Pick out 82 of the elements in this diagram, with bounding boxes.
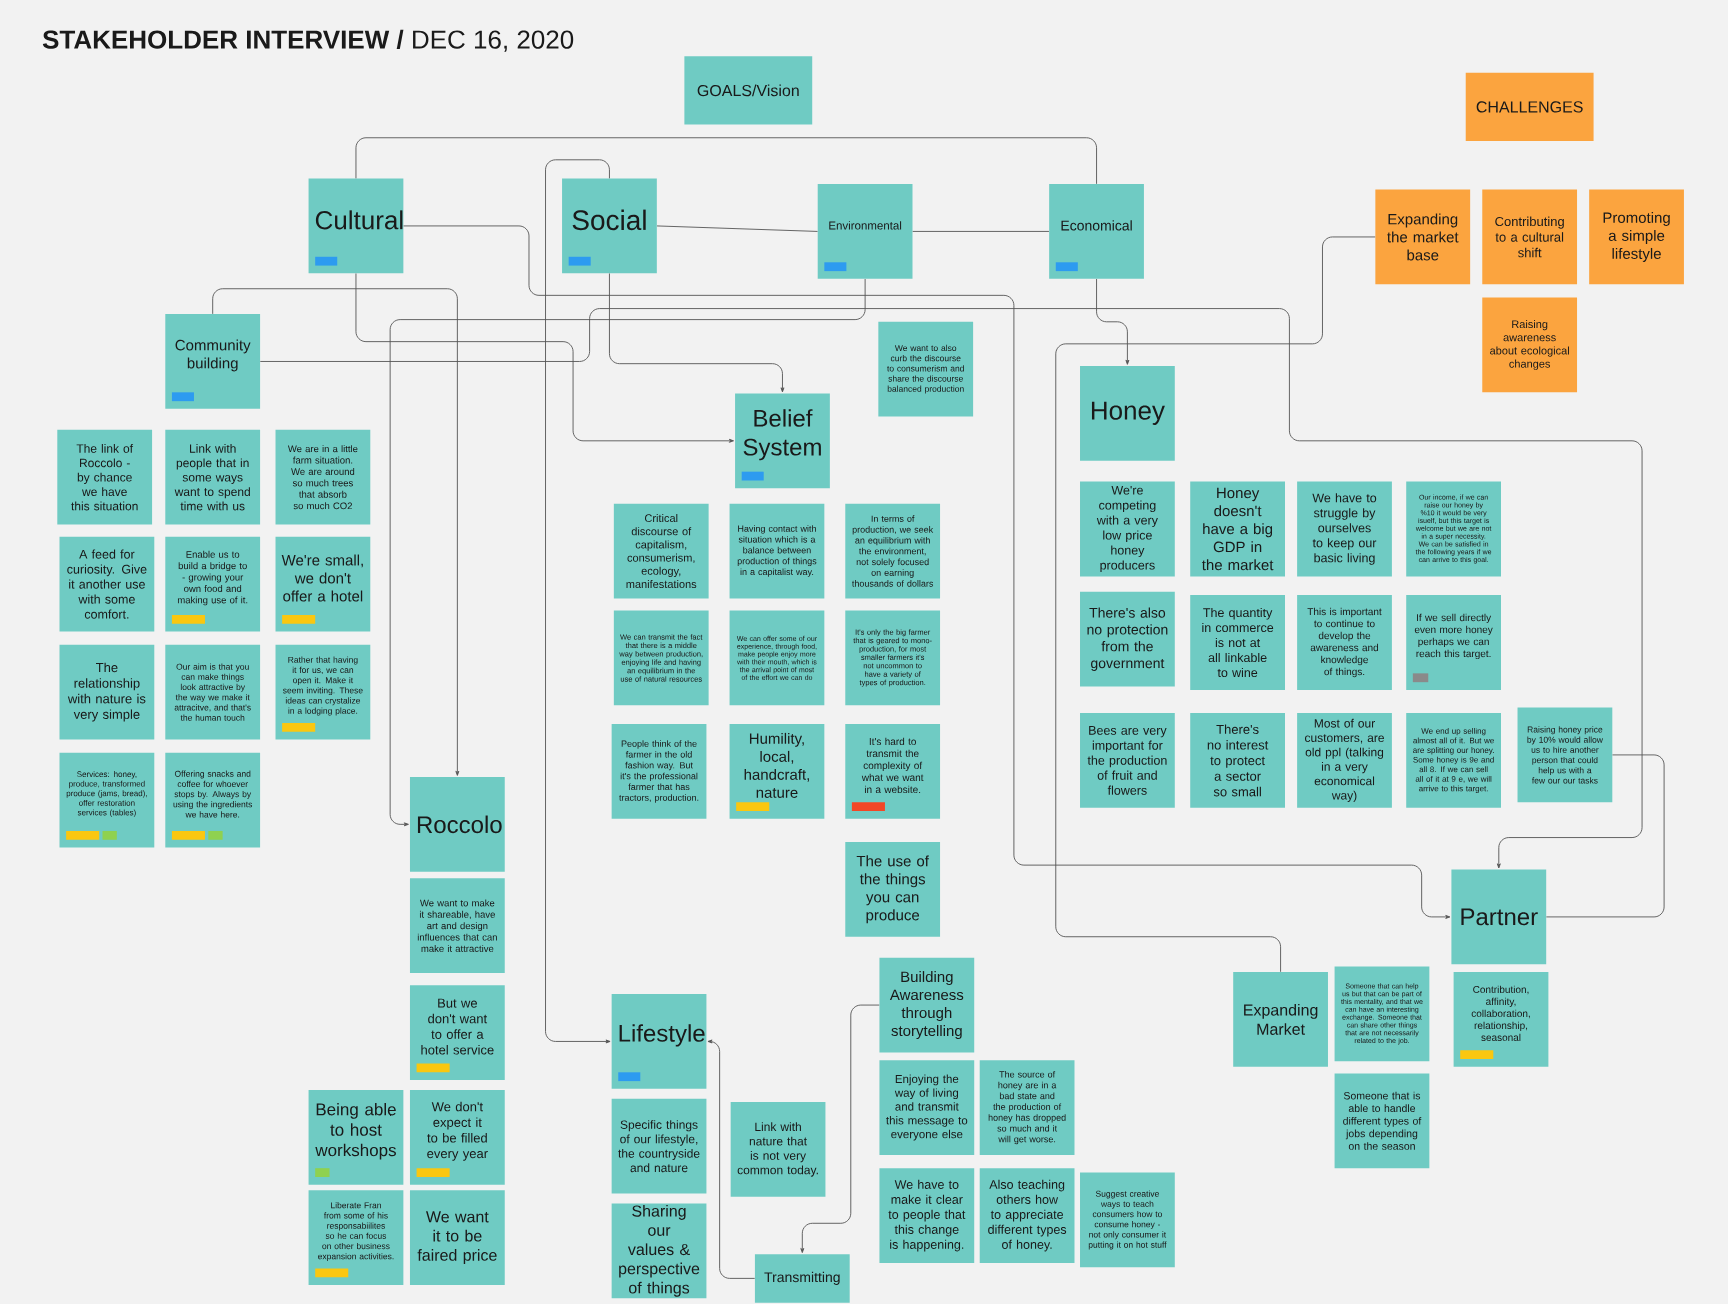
sticky-note: Humility, local, handcraft, nature: [729, 724, 825, 819]
connector: [1545, 754, 1665, 918]
sticky-note: The use of the things you can produce: [845, 841, 941, 937]
sticky-note: Partner: [1451, 869, 1547, 965]
connector: [545, 159, 611, 1044]
sticky-note: GOALS/Vision: [684, 56, 813, 125]
connector: [355, 137, 1097, 185]
sticky-note: Lifestyle: [611, 994, 707, 1089]
sticky-note: Suggest creative ways to teach consumers how to consume honey - not only consumer it putting it on hot stuff: [1080, 1172, 1175, 1268]
sticky-note: Community building: [165, 314, 261, 409]
sticky-note: Contribution, affinity, collaboration, relationship, seasonal: [1453, 972, 1549, 1067]
sticky-note: Economical: [1049, 184, 1144, 279]
sticky-note: Expanding the market base: [1375, 189, 1471, 285]
sticky-note: Link with nature that is not very common today.: [730, 1102, 826, 1197]
sticky-note: We are in a little farm situation. We are around so much trees that absorb so much CO2: [275, 429, 371, 525]
sticky-note: Expanding Market: [1233, 972, 1328, 1067]
sticky-note: Specific things of our lifestyle, the countryside and nature: [611, 1098, 707, 1194]
sticky-note: Most of our customers, are old ppl (talking in a very economical way): [1297, 713, 1392, 808]
connector: [800, 1004, 880, 1254]
sticky-note: Enjoying the way of living and transmit this message to everyone else: [879, 1060, 975, 1155]
sticky-note: We don't expect it to be filled every year: [409, 1089, 505, 1185]
connector: [912, 231, 1050, 232]
sticky-note: It's hard to transmit the complexity of what we want in a website.: [845, 724, 941, 819]
sticky-note: Services: honey, produce, transformed produce (jams, bread), offer restoration services (tables): [59, 752, 155, 848]
sticky-note: The relationship with nature is very simple: [59, 644, 155, 740]
sticky-note: The source of honey are in a bad state and the production of honey has dropped so much and it will get worse.: [979, 1060, 1075, 1155]
sticky-note: The link of Roccolo - by chance we have this situation: [57, 429, 153, 525]
sticky-note: Sharing our values & perspective of things: [611, 1203, 707, 1299]
sticky-note: The quantity in commerce is not at all linkable to wine: [1190, 595, 1285, 690]
sticky-note: CHALLENGES: [1465, 72, 1594, 142]
sticky-note: We want to make it shareable, have art and design influences that can make it attractive: [409, 878, 505, 974]
sticky-note: If we sell directly even more honey perhaps we can reach this target.: [1406, 595, 1501, 690]
sticky-note: Having contact with situation which is a balance between production of things in a capitalist way.: [729, 503, 825, 599]
sticky-note: Link with people that in some ways want to spend time with us: [165, 429, 261, 525]
sticky-note: Raising honey price by 10% would allow us to hire another person that could help us with a few our our tasks: [1517, 707, 1613, 803]
sticky-note: Roccolo: [409, 776, 505, 872]
sticky-note: Enable us to build a bridge to - growing your own food and making use of it.: [165, 536, 261, 632]
sticky-note: Our aim is that you can make things look attractive by the way we make it attracitve, and that's the human touch: [165, 644, 261, 740]
sticky-note: Building Awareness through storytelling: [879, 957, 975, 1053]
sticky-note: We want it to be faired price: [409, 1190, 505, 1285]
sticky-note: We're competing with a very low price honey producers: [1080, 481, 1175, 577]
sticky-note: Transmitting: [754, 1254, 850, 1303]
sticky-note: We have to make it clear to people that this change is happening.: [879, 1168, 975, 1263]
connector: [212, 288, 460, 776]
connector: [609, 273, 785, 393]
sticky-note: This is important to continue to develop the awareness and knowledge of things.: [1297, 595, 1392, 690]
sticky-note: There's also no protection from the government: [1080, 591, 1175, 687]
sticky-note: Environmental: [817, 184, 913, 279]
sticky-note: We're small, we don't offer a hotel: [275, 536, 371, 632]
sticky-note: Contributing to a cultural shift: [1482, 189, 1578, 285]
sticky-note: We end up selling almost all of it. But we are splitting our honey. Some honey is 9e and all 8. If we can sell all of it at 9 e, we will arrive to this target.: [1406, 713, 1501, 808]
sticky-note: Cultural: [308, 178, 404, 274]
sticky-note: Liberate Fran from some of his responsabiilites so he can focus on other business expansion activities.: [308, 1190, 404, 1285]
sticky-note: We have to struggle by ourselves to keep our basic living: [1297, 481, 1392, 577]
sticky-note: Honey doesn't have a big GDP in the market: [1190, 481, 1285, 577]
sticky-note: Belief System: [735, 393, 830, 489]
connector: [1055, 236, 1376, 973]
sticky-note: In terms of production, we seek an equilibrium with the environment, not solely focused on earning thousands of dollars: [845, 503, 941, 599]
sticky-note: Rather that having it for us, we can open it. Make it seem inviting. These ideas can crystalize in a lodging place.: [275, 644, 371, 740]
sticky-note: There's no interest to protect a sector so small: [1190, 713, 1285, 808]
sticky-note: A feed for curiosity. Give it another use with some comfort.: [59, 536, 155, 632]
sticky-note: Being able to host workshops: [308, 1089, 404, 1185]
title: STAKEHOLDER INTERVIEW / DEC 16, 2020: [42, 29, 574, 52]
sticky-note: Raising awareness about ecological changes: [1482, 297, 1578, 393]
connector: [259, 308, 1643, 869]
sticky-note: People think of the farmer in the old fashion way. But it's the professional farmer that has tractors, production.: [611, 724, 707, 819]
connector: [1096, 278, 1130, 365]
sticky-note: Social: [562, 178, 657, 274]
sticky-note: Promoting a simple lifestyle: [1589, 189, 1684, 285]
sticky-note: But we don't want to offer a hotel service: [409, 985, 505, 1080]
sticky-note: Bees are very important for the production of fruit and flowers: [1080, 713, 1175, 808]
sticky-note: Critical discourse of capitalism, consumerism, ecology, manifestations: [613, 503, 709, 599]
sticky-note: Offering snacks and coffee for whoever stops by. Always by using the ingredients we have here.: [165, 752, 261, 848]
connector: [656, 225, 818, 232]
connector: [355, 273, 734, 443]
sticky-note: Honey: [1080, 365, 1175, 461]
sticky-note: We want to also curb the discourse to consumerism and share the discourse balanced production: [878, 321, 974, 417]
connector: [403, 225, 1451, 919]
sticky-note: Also teaching others how to appreciate different types of honey.: [979, 1168, 1075, 1263]
sticky-note: Someone that is able to handle different types of jobs depending on the season: [1334, 1073, 1430, 1169]
connector: [707, 1039, 756, 1279]
connector: [389, 278, 866, 827]
